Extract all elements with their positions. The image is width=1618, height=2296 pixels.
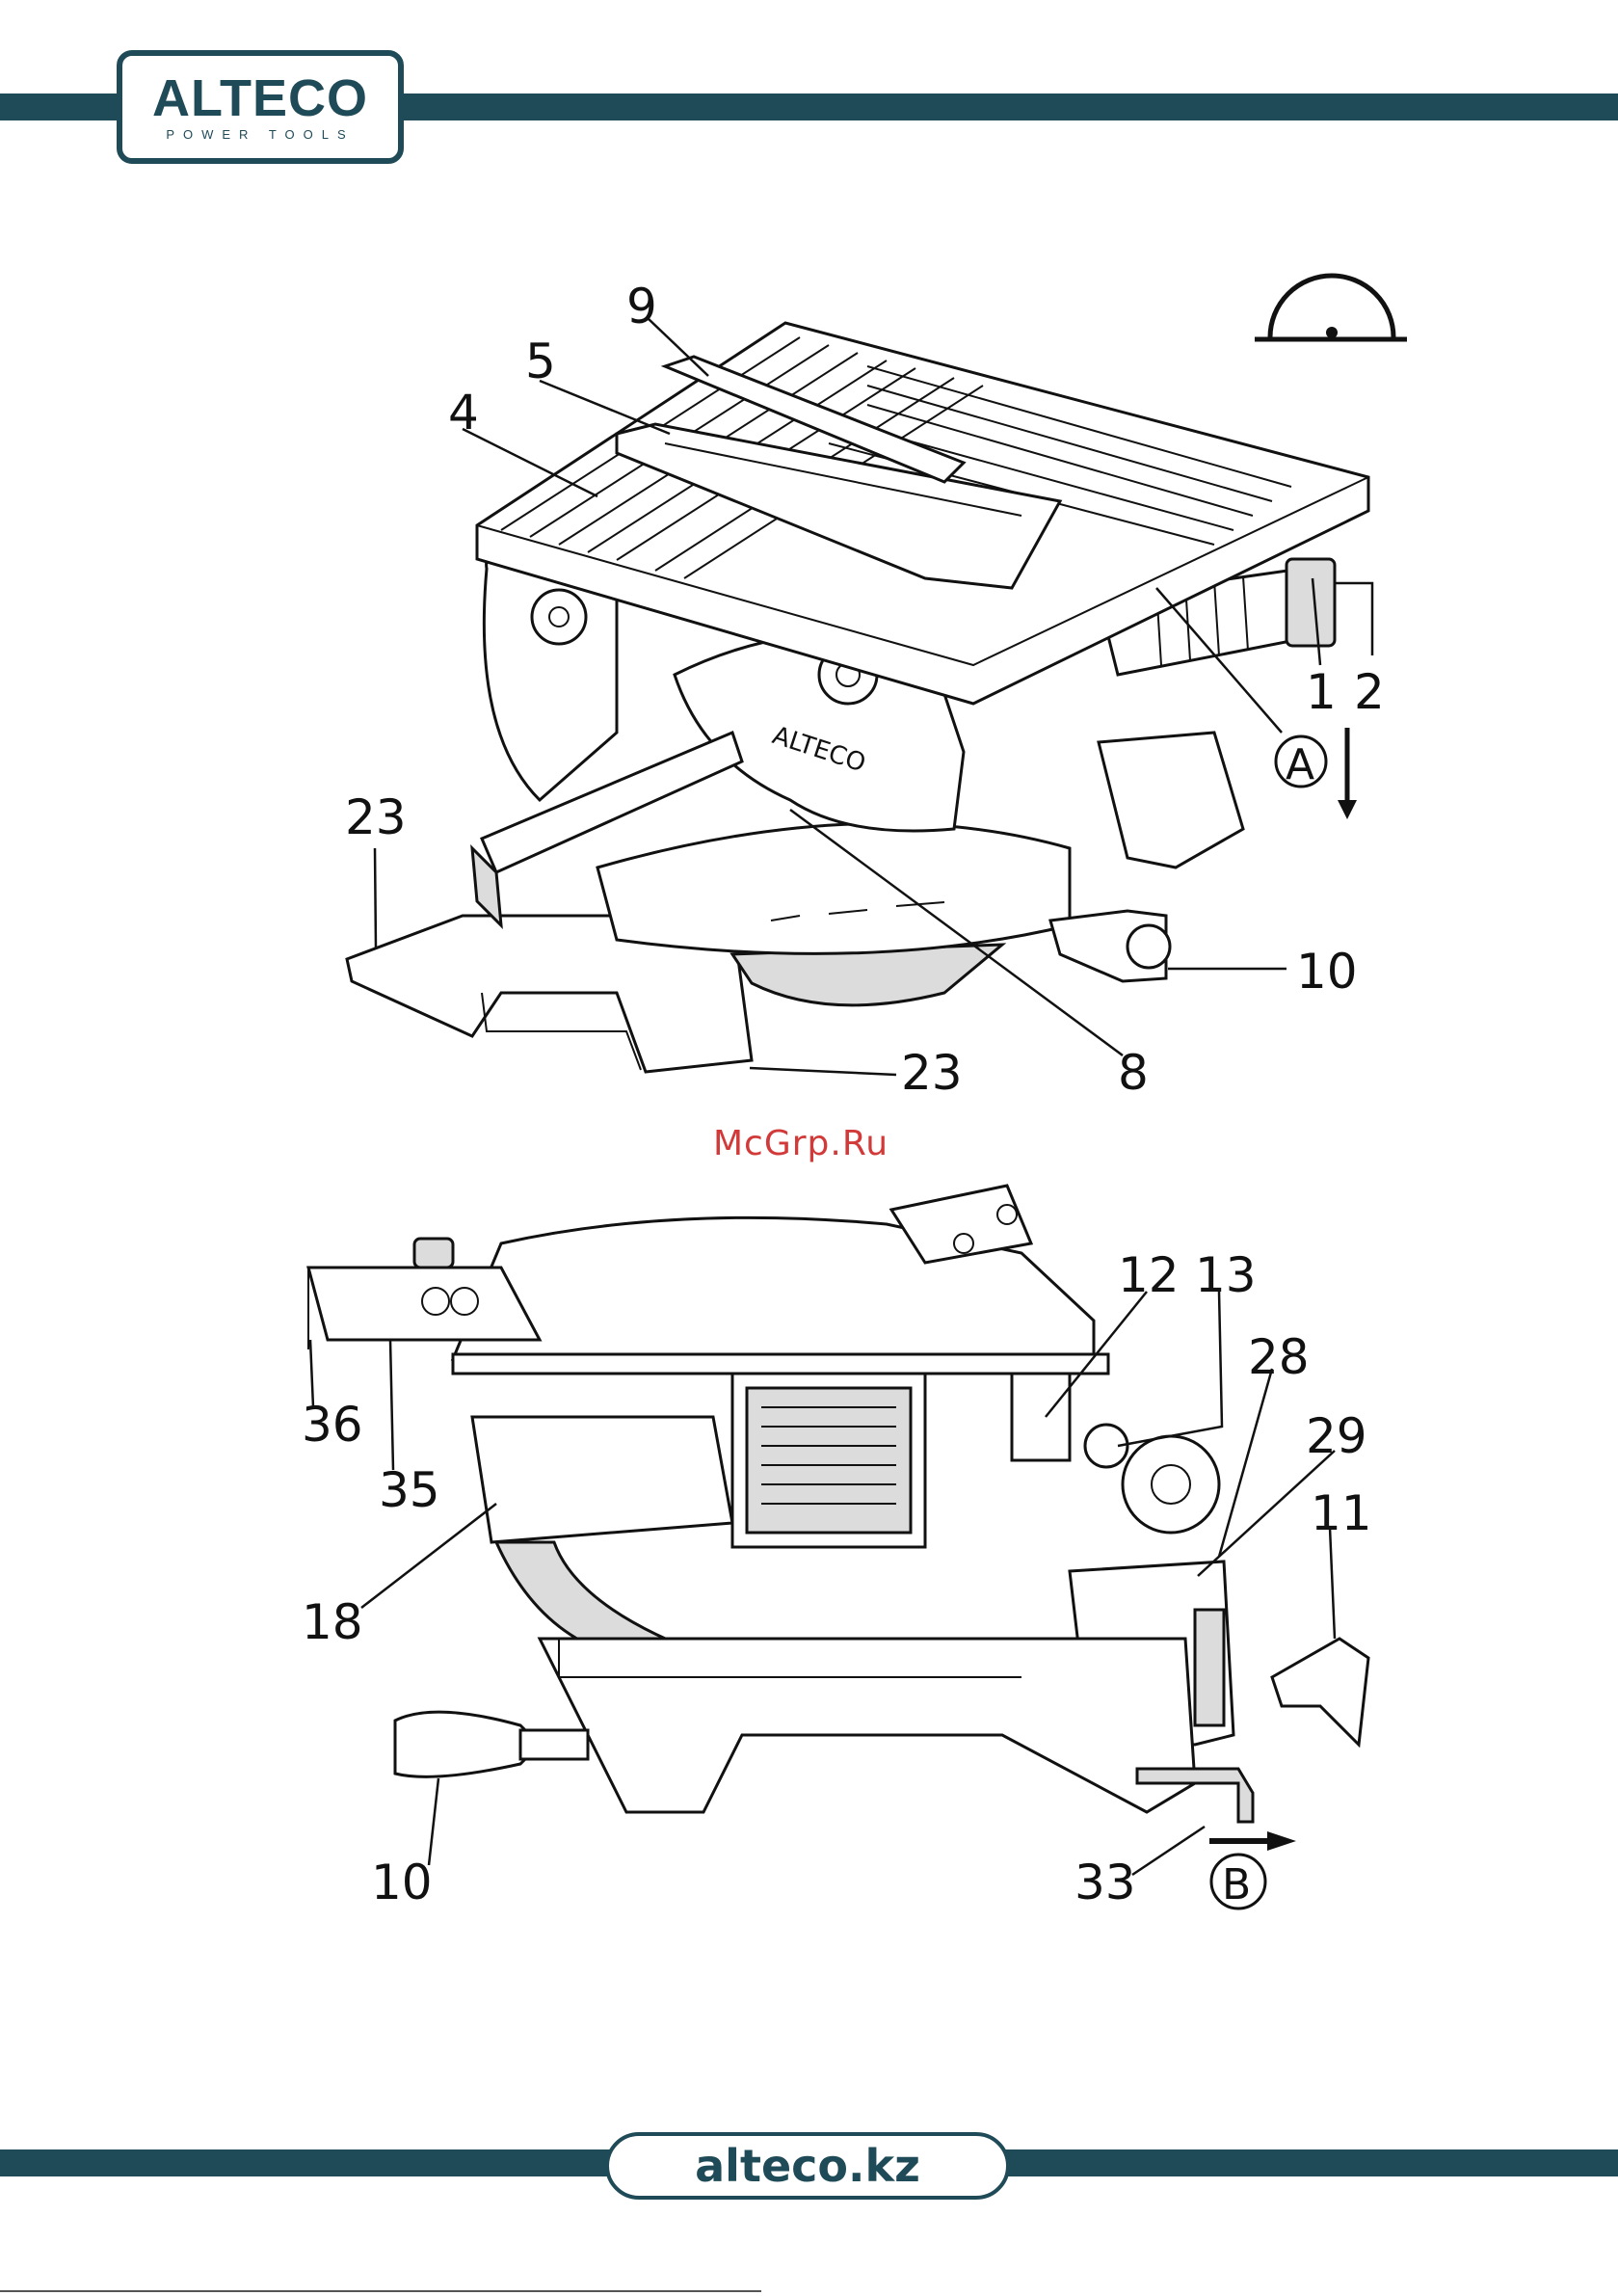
callout-4: 4 bbox=[448, 385, 479, 441]
callout-8: 8 bbox=[1118, 1045, 1149, 1101]
callout-A: A bbox=[1286, 740, 1314, 789]
callout-2: 2 bbox=[1354, 664, 1385, 720]
motor-housing bbox=[472, 1374, 925, 1547]
callout-29: 29 bbox=[1306, 1408, 1367, 1464]
callout-33: 33 bbox=[1074, 1855, 1136, 1910]
callout-35: 35 bbox=[379, 1462, 440, 1518]
callout-12: 12 bbox=[1118, 1247, 1180, 1303]
callout-36: 36 bbox=[302, 1397, 363, 1453]
callout-10-side: 10 bbox=[371, 1855, 433, 1910]
callout-23-left: 23 bbox=[345, 789, 407, 845]
callout-28: 28 bbox=[1248, 1329, 1310, 1385]
saw-side-view-illustration: 12 13 28 29 11 36 35 18 10 33 B bbox=[0, 1157, 1618, 1947]
callout-18: 18 bbox=[302, 1594, 363, 1650]
callout-1: 1 bbox=[1306, 664, 1337, 720]
callout-B: B bbox=[1222, 1860, 1251, 1909]
front-handle bbox=[395, 1712, 588, 1776]
power-switch bbox=[1286, 559, 1335, 646]
callout-23-right: 23 bbox=[901, 1045, 963, 1101]
side-base bbox=[540, 1639, 1195, 1812]
angle-protractor-icon bbox=[1255, 276, 1407, 339]
side-table bbox=[453, 1186, 1108, 1374]
callout-13: 13 bbox=[1195, 1247, 1257, 1303]
callout-5: 5 bbox=[525, 334, 556, 389]
bevel-knob bbox=[1272, 1639, 1368, 1745]
saw-top-view-illustration: ALTECO bbox=[0, 0, 1618, 1157]
callout-10-top: 10 bbox=[1296, 944, 1358, 1000]
website-link[interactable]: alteco.kz bbox=[605, 2132, 1010, 2200]
callout-9: 9 bbox=[626, 279, 657, 334]
callout-11: 11 bbox=[1311, 1485, 1372, 1541]
footer-rule bbox=[0, 2290, 761, 2292]
lock-handle bbox=[1050, 911, 1170, 981]
